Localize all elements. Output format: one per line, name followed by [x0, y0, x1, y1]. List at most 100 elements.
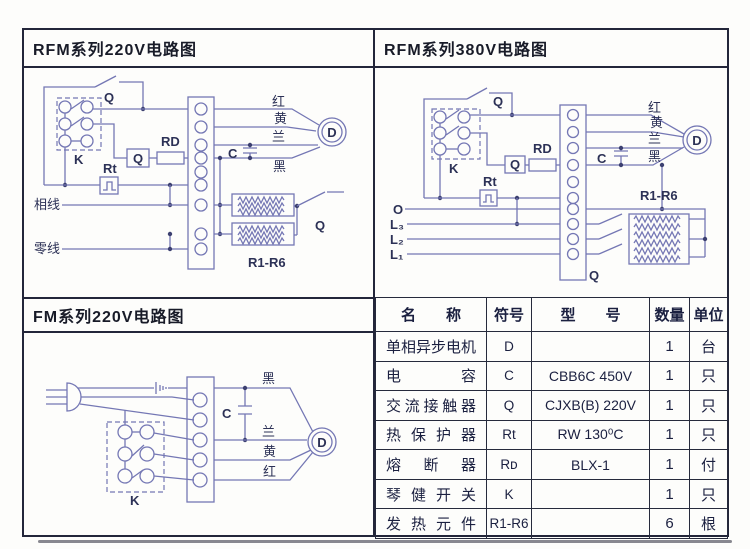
col-header-qty: 数量: [649, 297, 690, 332]
rd-label: RD: [533, 141, 552, 156]
diagram-frame: RFM系列220V电路图 RFM系列380V电路图 FM系列220V电路图 Q: [22, 28, 729, 539]
capacitor: [614, 145, 628, 168]
wire-red-label: 红: [272, 94, 285, 109]
wire-yellow-label: 黄: [650, 115, 663, 130]
rfm-380v-circuit-diagram: Q K Q RD: [390, 87, 712, 283]
part-qty: 1: [649, 449, 690, 480]
k-label: K: [449, 161, 459, 176]
part-symbol: Rᴅ: [486, 449, 532, 480]
wire-yellow-label: 黄: [263, 444, 276, 459]
rd-label: RD: [161, 134, 180, 149]
part-model: [531, 508, 650, 539]
part-name: 琴健开关: [375, 478, 487, 510]
part-symbol: R1-R6: [486, 508, 532, 539]
capacitor: [238, 385, 252, 443]
part-name: 热保护器: [375, 419, 487, 451]
motor: [682, 125, 712, 155]
table-row: 琴健开关 K 1 只: [375, 478, 728, 510]
part-symbol: Rt: [486, 419, 532, 451]
c-label: C: [597, 151, 607, 166]
part-qty: 1: [649, 331, 690, 362]
rt-protector: [479, 189, 498, 207]
q-heater-switches: [586, 213, 623, 255]
wire-blue-label: 兰: [648, 131, 661, 146]
heaters-label: R1-R6: [248, 255, 286, 270]
rd-fuse: [156, 151, 185, 165]
table-row: 发热元件 R1-R6 6 根: [375, 508, 728, 539]
scan-shadow: [38, 540, 732, 543]
rt-protector: [99, 176, 119, 195]
k-label: K: [130, 493, 140, 508]
supply-loop: [423, 87, 515, 198]
wire-blue-label: 兰: [272, 129, 285, 144]
part-model: [531, 478, 650, 510]
heaters-label: R1-R6: [640, 188, 678, 203]
part-qty: 1: [649, 419, 690, 451]
col-header-model: 型 号: [531, 297, 650, 332]
part-name: 发热元件: [375, 508, 487, 539]
q-right-switch: [294, 191, 344, 236]
fm-220v-circuit-diagram: K 黑 C 兰 黄 红: [46, 371, 337, 508]
q-mid-label: Q: [133, 151, 143, 166]
wire-red-label: 红: [263, 464, 276, 479]
wire-yellow-label: 黄: [274, 111, 287, 126]
heater-elements: [231, 193, 295, 246]
motor: [317, 117, 347, 147]
part-model: CBB6C 450V: [531, 360, 650, 392]
capacitor: [243, 142, 257, 161]
part-unit: 只: [689, 360, 728, 392]
parts-table: 名 称 符号 型 号 数量 单位 单相异步电机 D 1 台 电容 C: [375, 297, 728, 539]
motor-label: D: [317, 435, 326, 450]
part-model: RW 130⁰C: [531, 419, 650, 451]
table-row: 热保护器 Rt RW 130⁰C 1 只: [375, 419, 728, 451]
part-qty: 1: [649, 390, 690, 421]
connector-icon: [155, 382, 167, 394]
k-switch-group: [431, 108, 481, 160]
neutral-line-label: 零线: [34, 241, 60, 256]
k-label: K: [74, 152, 84, 167]
k-switch-group: [106, 410, 165, 493]
terminal-strip: [559, 104, 587, 281]
part-qty: 1: [649, 478, 690, 510]
l3-line-label: L₃: [390, 217, 404, 232]
part-qty: 1: [649, 360, 690, 392]
motor-label: D: [327, 125, 336, 140]
part-symbol: C: [486, 360, 532, 392]
part-name: 电容: [375, 360, 487, 392]
rt-label: Rt: [483, 174, 497, 189]
part-model: [531, 331, 650, 362]
o-line-label: O: [393, 202, 403, 217]
part-unit: 只: [689, 478, 728, 510]
wire-black-label: 黑: [262, 371, 275, 386]
part-name: 单相异步电机: [375, 331, 487, 362]
wire-red-label: 红: [648, 100, 661, 115]
part-unit: 台: [689, 331, 728, 362]
c-label: C: [222, 406, 232, 421]
wire-black-label: 黑: [273, 159, 286, 174]
part-unit: 只: [689, 390, 728, 421]
part-name: 交流接触器: [375, 390, 487, 421]
part-model: BLX-1: [531, 449, 650, 480]
terminal-strip: [187, 96, 215, 270]
q-bottom-label: Q: [589, 268, 599, 283]
table-row: 电容 C CBB6C 450V 1 只: [375, 360, 728, 392]
center-divider: [373, 30, 375, 535]
part-symbol: D: [486, 331, 532, 362]
phase-line-label: 相线: [34, 197, 60, 212]
rt-label: Rt: [103, 161, 117, 176]
part-unit: 只: [689, 419, 728, 451]
part-model: CJXB(B) 220V: [531, 390, 650, 421]
col-header-name: 名 称: [375, 297, 487, 332]
rfm-220v-circuit-diagram: Q K Q: [34, 75, 347, 270]
table-row: 交流接触器 Q CJXB(B) 220V 1 只: [375, 390, 728, 421]
l2-line-label: L₂: [390, 232, 404, 247]
part-unit: 根: [689, 508, 728, 539]
heater-elements: [628, 213, 690, 265]
motor: [307, 427, 337, 457]
power-plug-icon: [46, 382, 82, 412]
motor-label: D: [692, 133, 701, 148]
q-right-label: Q: [315, 218, 325, 233]
table-row: 单相异步电机 D 1 台: [375, 331, 728, 362]
k-switch-group: [56, 97, 102, 151]
